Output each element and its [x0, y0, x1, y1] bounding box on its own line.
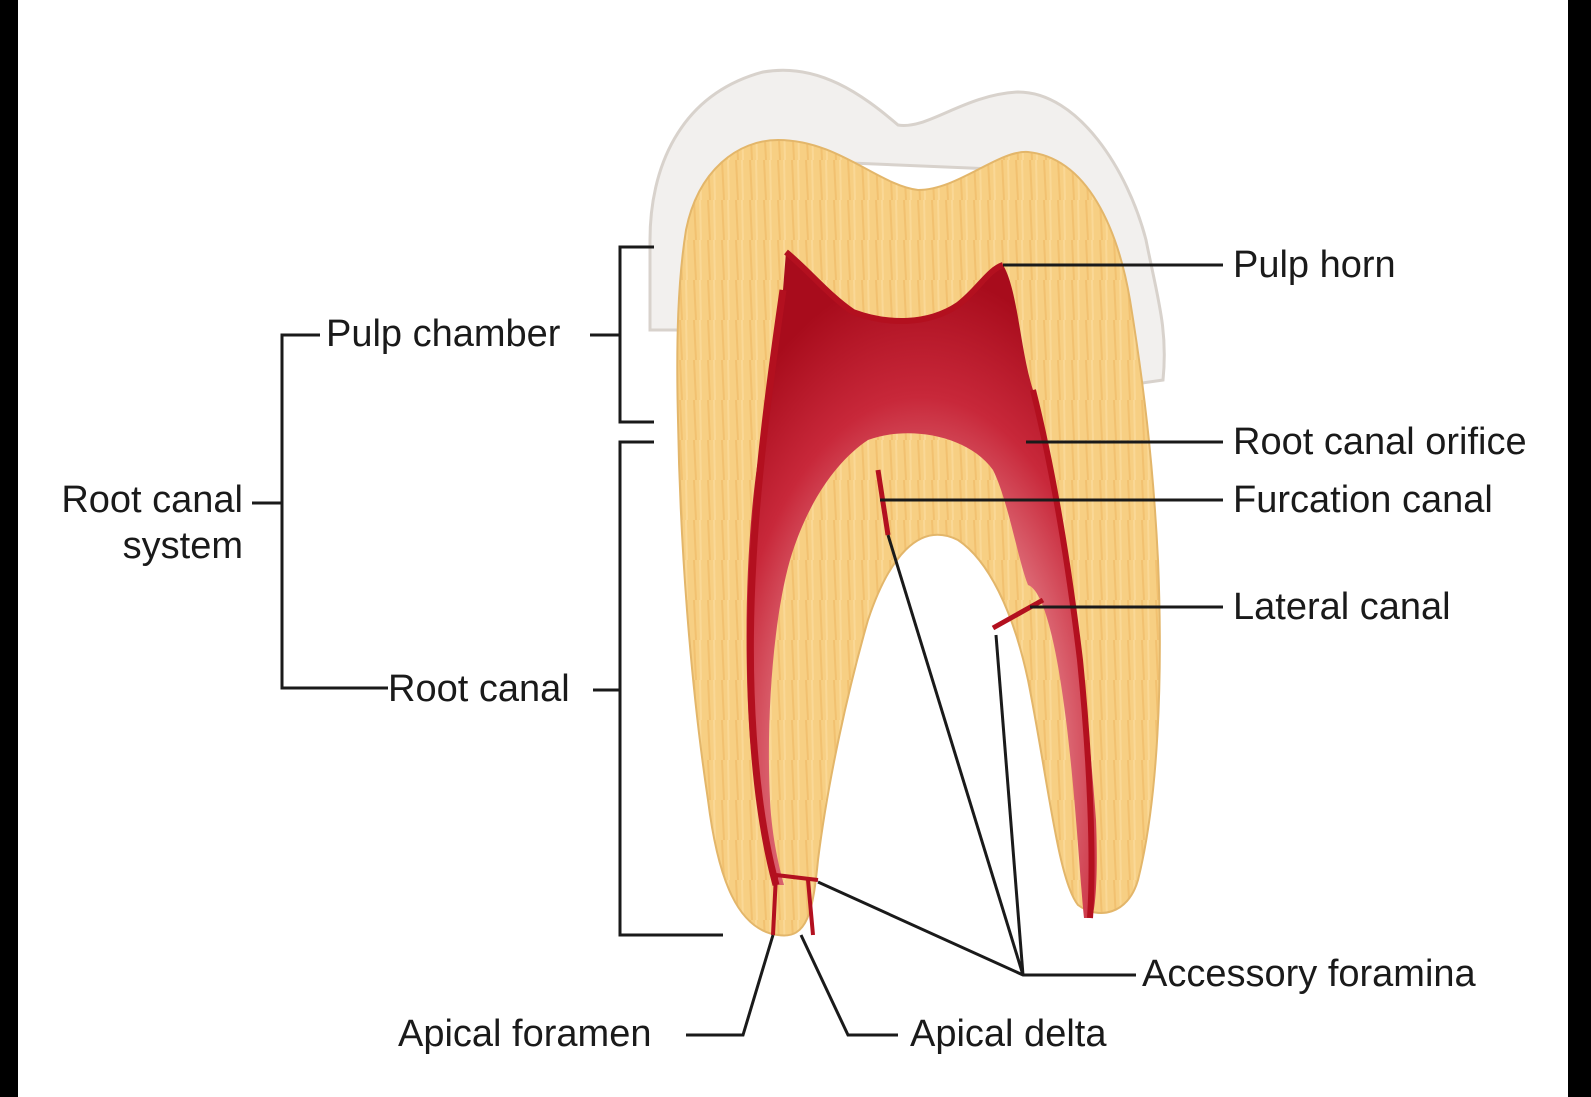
diagram-canvas: Root canal system Pulp chamber Root cana…: [18, 0, 1568, 1097]
label-pulp-horn: Pulp horn: [1233, 243, 1396, 289]
tooth-illustration: [18, 0, 1568, 1097]
label-accessory-foramina: Accessory foramina: [1142, 952, 1476, 998]
label-root-canal-orifice: Root canal orifice: [1233, 420, 1527, 466]
label-apical-foramen: Apical foramen: [398, 1012, 651, 1058]
label-lateral-canal: Lateral canal: [1233, 585, 1451, 631]
label-apical-delta: Apical delta: [910, 1012, 1106, 1058]
label-root-canal: Root canal: [388, 667, 570, 713]
label-pulp-chamber: Pulp chamber: [326, 312, 560, 358]
label-furcation-canal: Furcation canal: [1233, 478, 1493, 524]
label-root-canal-system: Root canal system: [28, 478, 243, 569]
